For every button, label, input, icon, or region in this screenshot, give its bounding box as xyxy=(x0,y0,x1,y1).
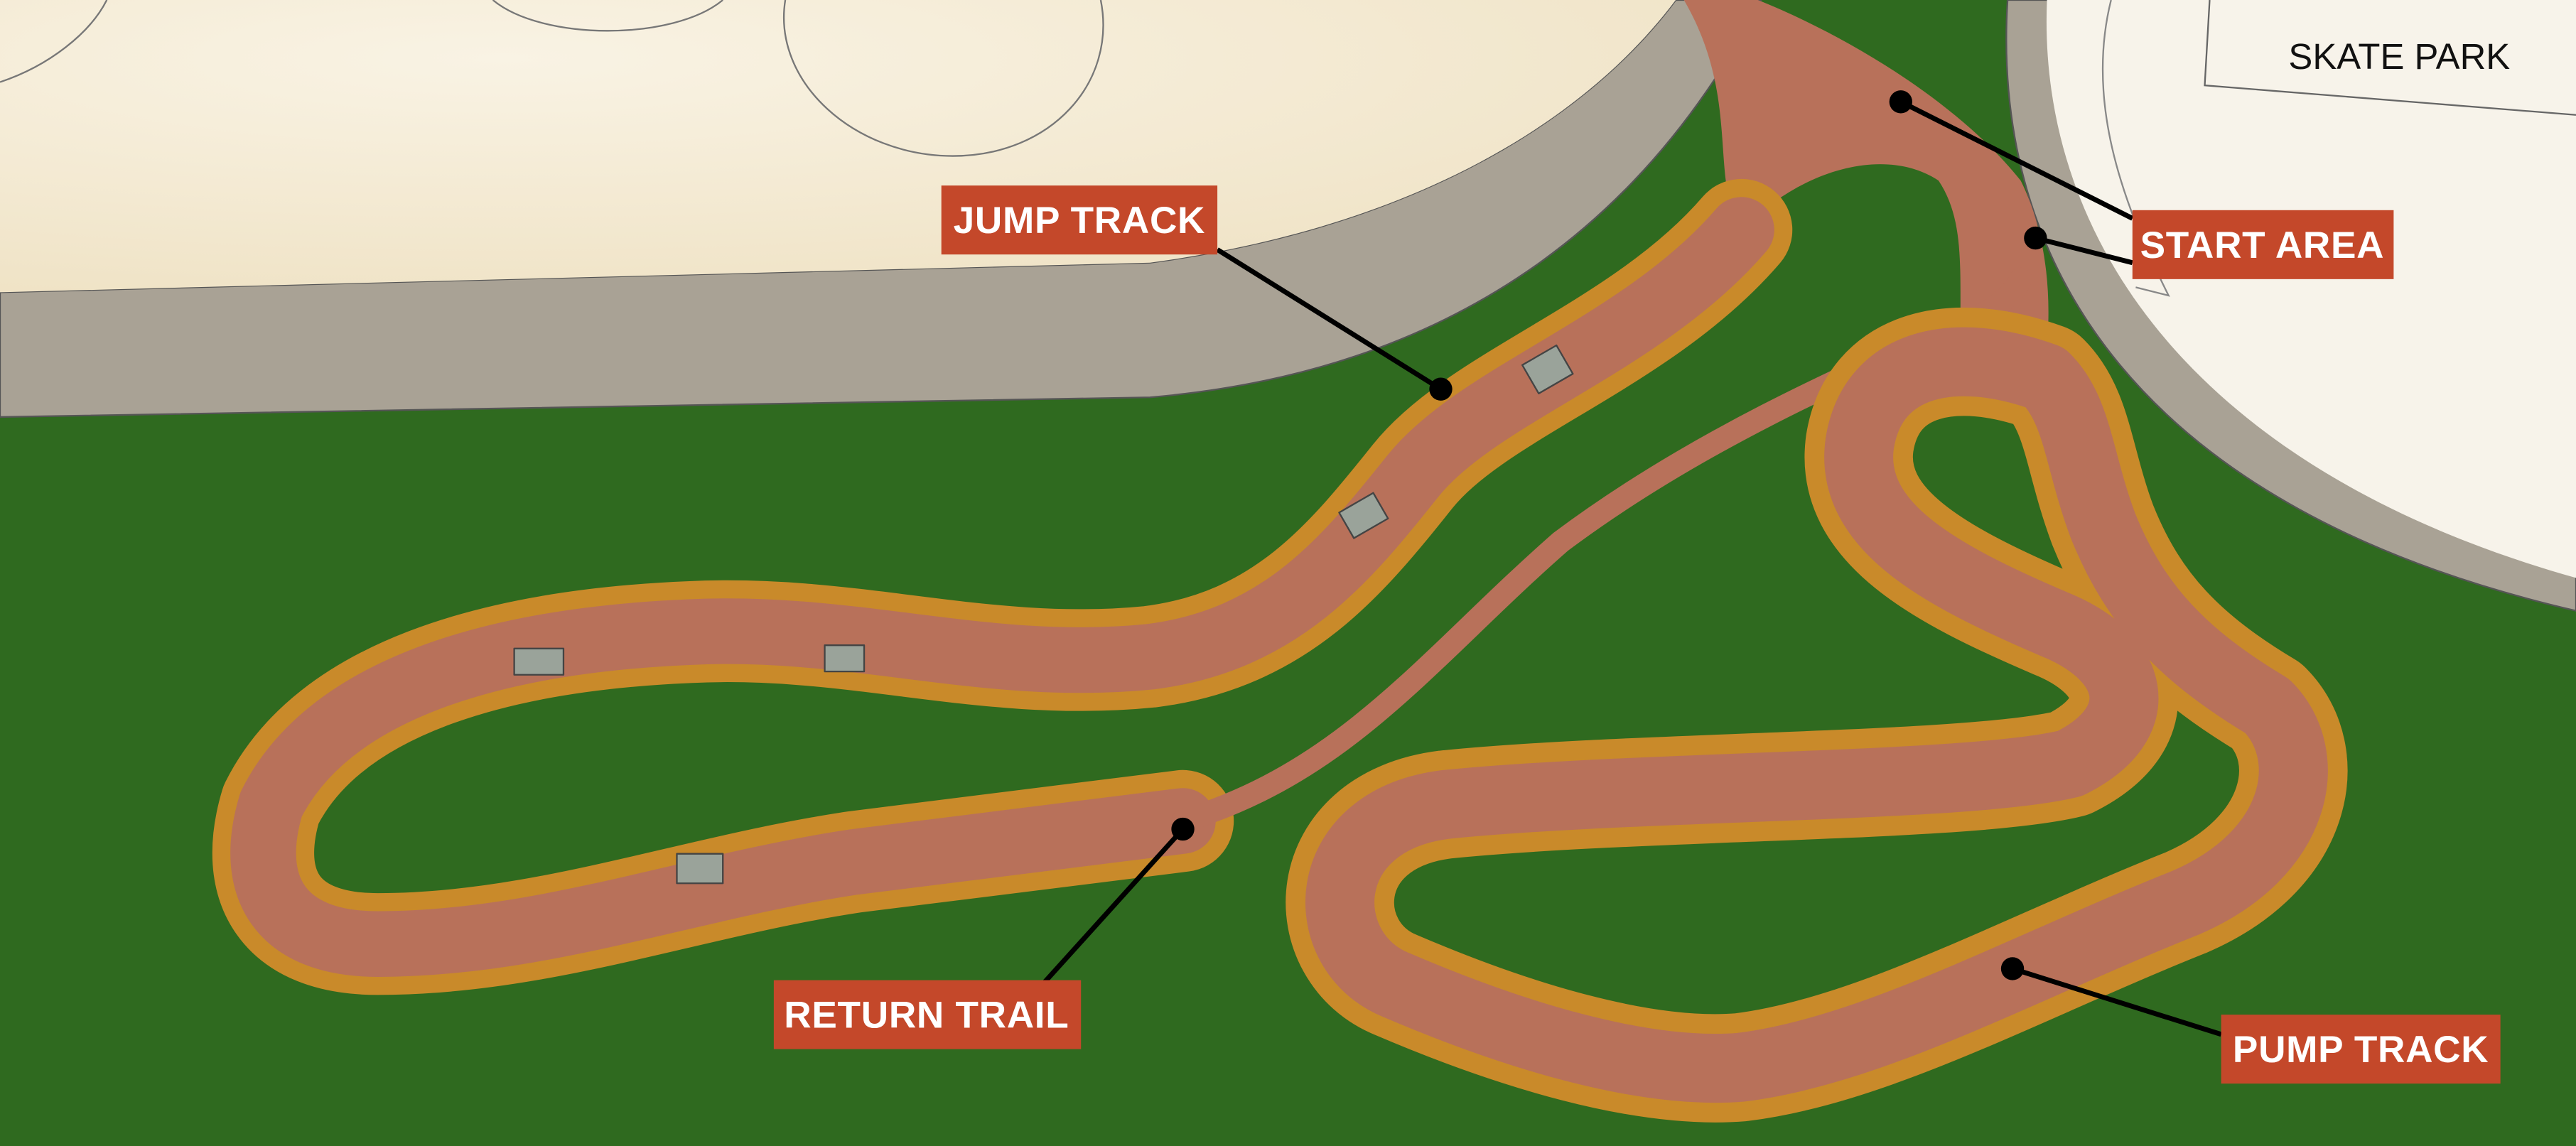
label-return-trail-text: RETURN TRAIL xyxy=(784,995,1069,1037)
jump-feature xyxy=(824,644,866,673)
label-jump-track: JUMP TRACK xyxy=(941,185,1453,401)
label-start-area-text: START AREA xyxy=(2140,225,2385,266)
label-box xyxy=(773,980,1082,1049)
leader-dot xyxy=(2024,226,2047,250)
leader-dot xyxy=(1889,90,1913,114)
jump-track xyxy=(212,178,1793,995)
leader-line xyxy=(2011,966,2222,1037)
jump-feature xyxy=(1521,344,1574,394)
label-pump-track: PUMP TRACK xyxy=(2000,957,2501,1084)
leader-line xyxy=(1216,247,1443,391)
start-area-pad xyxy=(1683,0,2049,378)
label-box xyxy=(2221,1015,2501,1084)
label-pump-track-text: PUMP TRACK xyxy=(2233,1029,2489,1071)
leader-line xyxy=(1899,99,2134,221)
skate-park-outline xyxy=(2204,0,2576,116)
leader-dot xyxy=(2000,957,2025,980)
label-jump-track-text: JUMP TRACK xyxy=(954,200,1206,242)
leader-line xyxy=(1042,827,1185,984)
plaza-circles xyxy=(0,0,1104,157)
pump-track xyxy=(1286,307,2348,1123)
label-start-area: START AREA xyxy=(1889,90,2394,279)
label-box xyxy=(2132,210,2394,279)
leader-line xyxy=(2035,235,2133,266)
jump-feature xyxy=(513,647,565,676)
jump-feature xyxy=(1338,492,1389,539)
skate-park-label: SKATE PARK xyxy=(2288,36,2510,77)
skate-park-area xyxy=(2046,0,2576,578)
leader-dot xyxy=(1171,817,1195,841)
label-return-trail: RETURN TRAIL xyxy=(773,817,1195,1049)
leader-dot xyxy=(1429,377,1453,401)
plaza-left xyxy=(0,0,1676,293)
jump-feature xyxy=(676,853,724,885)
label-box xyxy=(941,185,1218,255)
